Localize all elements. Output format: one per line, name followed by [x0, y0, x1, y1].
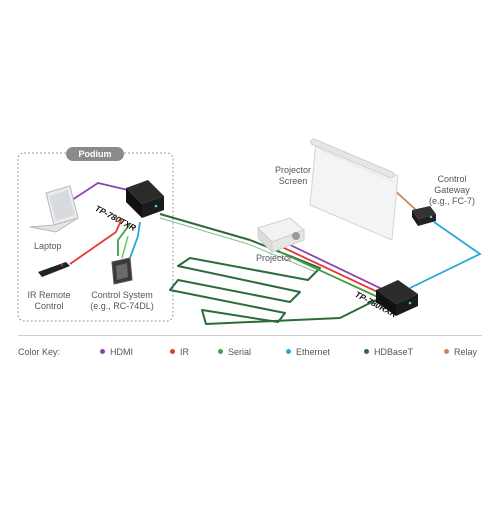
ir-dot: [170, 349, 175, 354]
hdmi-dot: [100, 349, 105, 354]
projector-device: [257, 217, 305, 254]
control-system-device: [111, 257, 133, 285]
key-item-hdmi: HDMI: [100, 347, 133, 357]
hdbaset-dot: [364, 349, 369, 354]
ir-remote-label: IR Remote Control: [27, 290, 71, 311]
control-gateway-device: [412, 206, 436, 226]
legend-divider: [18, 335, 482, 336]
hdmi-projector-cable: [283, 241, 385, 291]
ethernet-dot: [286, 349, 291, 354]
serial-dot: [218, 349, 223, 354]
key-item-relay: Relay: [444, 347, 477, 357]
ethernet-cable-tx: [129, 221, 141, 259]
podium-area: [17, 152, 174, 322]
control-system-label: Control System (e.g., RC-74DL): [90, 290, 154, 311]
ir-projector-cable: [281, 246, 383, 295]
transmitter-device: [126, 180, 164, 218]
ir-cable: [69, 217, 123, 265]
podium-label: Podium: [66, 147, 124, 161]
key-item-ir: IR: [170, 347, 189, 357]
serial-cable-tx: [117, 223, 131, 256]
control-gateway-label: Control Gateway (e.g., FC-7): [428, 174, 475, 206]
ir-remote-device: [38, 262, 70, 277]
projector-label: Projector: [256, 253, 293, 263]
projector-screen-label: Projector Screen: [274, 165, 311, 186]
laptop-label: Laptop: [34, 241, 62, 251]
hdmi-laptop-cable: [71, 182, 129, 201]
color-key-title: Color Key:: [18, 347, 61, 357]
key-item-serial: Serial: [218, 347, 251, 357]
key-item-ethernet: Ethernet: [286, 347, 330, 357]
receiver-device: [376, 280, 418, 316]
ethernet-gateway-cable: [409, 221, 482, 289]
key-item-hdbaset: HDBaseT: [364, 347, 413, 357]
hdbaset-cable: [159, 213, 377, 325]
projector-screen: [309, 138, 399, 241]
laptop-device: [29, 185, 79, 233]
serial-projector-cable: [279, 251, 381, 299]
relay-dot: [444, 349, 449, 354]
color-key: Color Key: HDMI IR Serial Ethernet HDBas…: [18, 346, 488, 360]
